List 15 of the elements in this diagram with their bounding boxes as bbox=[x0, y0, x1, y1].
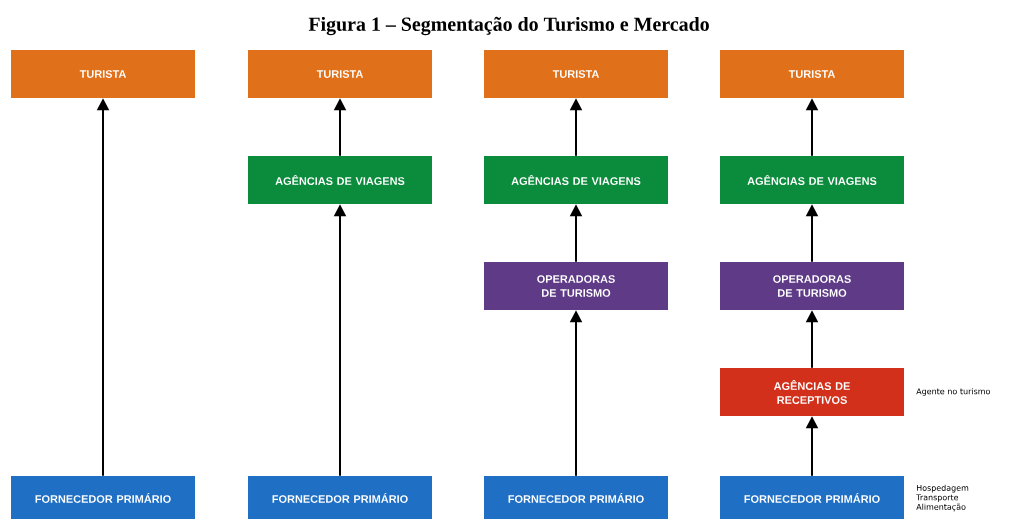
tourist-box: TURISTA bbox=[11, 50, 195, 98]
agency-box: AGÊNCIAS DE VIAGENS bbox=[484, 156, 668, 204]
receptive-box: AGÊNCIAS DE RECEPTIVOS bbox=[720, 368, 904, 416]
figure-title: Figura 1 – Segmentação do Turismo e Mercado bbox=[308, 16, 709, 36]
supplier-box: FORNECEDOR PRIMÁRIO bbox=[720, 476, 904, 519]
operator-box: OPERADORAS DE TURISMO bbox=[484, 262, 668, 310]
tourist-box: TURISTA bbox=[248, 50, 432, 98]
tourist-box: TURISTA bbox=[484, 50, 668, 98]
agency-box: AGÊNCIAS DE VIAGENS bbox=[248, 156, 432, 204]
supplier-box: FORNECEDOR PRIMÁRIO bbox=[484, 476, 668, 519]
supplier-box: FORNECEDOR PRIMÁRIO bbox=[248, 476, 432, 519]
agency-box: AGÊNCIAS DE VIAGENS bbox=[720, 156, 904, 204]
supplier-box: FORNECEDOR PRIMÁRIO bbox=[11, 476, 195, 519]
operator-box: OPERADORAS DE TURISMO bbox=[720, 262, 904, 310]
tourist-box: TURISTA bbox=[720, 50, 904, 98]
